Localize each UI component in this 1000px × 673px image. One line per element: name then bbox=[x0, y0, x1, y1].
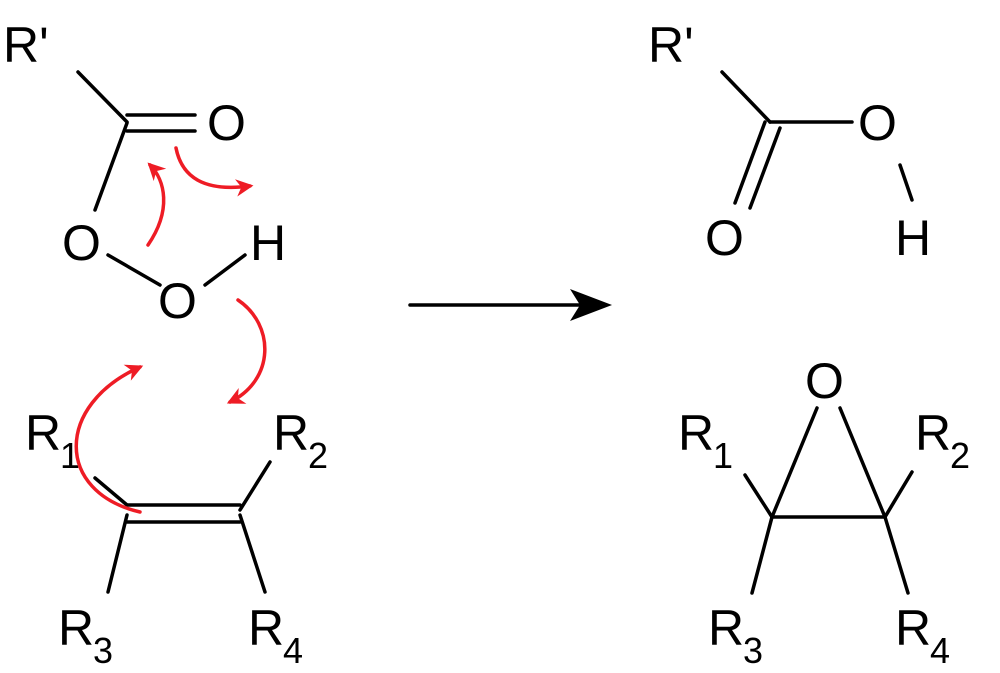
bond-epoxide-c2-r4 bbox=[883, 515, 910, 595]
svg-text:4: 4 bbox=[283, 630, 303, 671]
bond-epoxide-c1-r3 bbox=[750, 515, 774, 595]
svg-text:3: 3 bbox=[93, 630, 113, 671]
epoxide-substituent-r3: R 3 bbox=[708, 600, 763, 671]
epoxide-substituent-r4: R 4 bbox=[895, 600, 950, 671]
atom-peroxy-o1: O bbox=[62, 215, 101, 271]
bond-r1-c1 bbox=[93, 476, 129, 507]
bond-acid-rprime-carbon bbox=[720, 70, 772, 124]
reaction-arrow-head bbox=[570, 289, 612, 321]
svg-text:R: R bbox=[708, 600, 744, 656]
atom-hydrogen: H bbox=[250, 215, 286, 271]
svg-text:R: R bbox=[58, 600, 94, 656]
epoxide-substituent-r1: R 1 bbox=[678, 405, 733, 476]
curly-arrow-o-to-alkene bbox=[226, 298, 267, 404]
epoxide-molecule: O R 1 R 2 R 3 R 4 bbox=[678, 353, 970, 671]
svg-text:R: R bbox=[895, 600, 931, 656]
svg-text:3: 3 bbox=[743, 630, 763, 671]
svg-text:2: 2 bbox=[308, 435, 328, 476]
carboxylic-acid-molecule: R' O O H bbox=[648, 17, 931, 266]
substituent-r1: R 1 bbox=[25, 405, 80, 476]
substituent-r2: R 2 bbox=[273, 405, 328, 476]
atom-acid-hydrogen: H bbox=[895, 210, 931, 266]
bond-c1-r3 bbox=[106, 513, 129, 594]
bond-epoxide-c2-o bbox=[838, 406, 887, 519]
svg-text:R: R bbox=[915, 405, 951, 461]
curly-arrow-alkene-to-o bbox=[74, 364, 144, 514]
bond-acid-double-2 bbox=[748, 126, 782, 210]
svg-text:R: R bbox=[25, 405, 61, 461]
bond-epoxide-c1-o bbox=[770, 406, 819, 519]
bond-epoxide-c2-r2 bbox=[883, 470, 914, 519]
reaction-arrow bbox=[408, 289, 612, 321]
atom-acid-r-prime: R' bbox=[648, 17, 694, 73]
atom-r-prime: R' bbox=[3, 17, 49, 73]
bond-epoxide-r1-c1 bbox=[743, 473, 774, 519]
svg-text:2: 2 bbox=[950, 435, 970, 476]
svg-text:R: R bbox=[248, 600, 284, 656]
bond-c2-r2 bbox=[238, 460, 272, 512]
alkene-molecule: R 1 R 2 R 3 R 4 bbox=[25, 405, 328, 671]
bond-acid-o-h bbox=[898, 163, 914, 202]
bond-acid-double-1 bbox=[733, 120, 767, 205]
svg-text:R: R bbox=[678, 405, 714, 461]
atom-epoxide-o: O bbox=[805, 353, 844, 409]
svg-text:4: 4 bbox=[930, 630, 950, 671]
atom-peroxy-o2: O bbox=[158, 273, 197, 329]
bond-c2-r4 bbox=[238, 513, 267, 594]
svg-text:R: R bbox=[273, 405, 309, 461]
curly-arrow-oo-to-carbonyl bbox=[146, 162, 167, 247]
atom-acid-hydroxyl-o: O bbox=[858, 95, 897, 151]
substituent-r4: R 4 bbox=[248, 600, 303, 671]
bond-rprime-carbon bbox=[76, 70, 129, 124]
bond-o-o bbox=[106, 253, 162, 287]
bond-carbon-peroxy-o bbox=[93, 121, 129, 212]
epoxide-substituent-r2: R 2 bbox=[915, 405, 970, 476]
peracid-molecule: R' O O O H bbox=[3, 17, 286, 329]
curly-arrow-carbonyl-to-o bbox=[174, 146, 254, 197]
substituent-r3: R 3 bbox=[58, 600, 113, 671]
bond-o-h bbox=[203, 253, 247, 287]
atom-acid-carbonyl-o: O bbox=[705, 210, 744, 266]
electron-pushing-arrows bbox=[74, 146, 267, 514]
atom-carbonyl-o: O bbox=[207, 95, 246, 151]
svg-text:1: 1 bbox=[713, 435, 733, 476]
